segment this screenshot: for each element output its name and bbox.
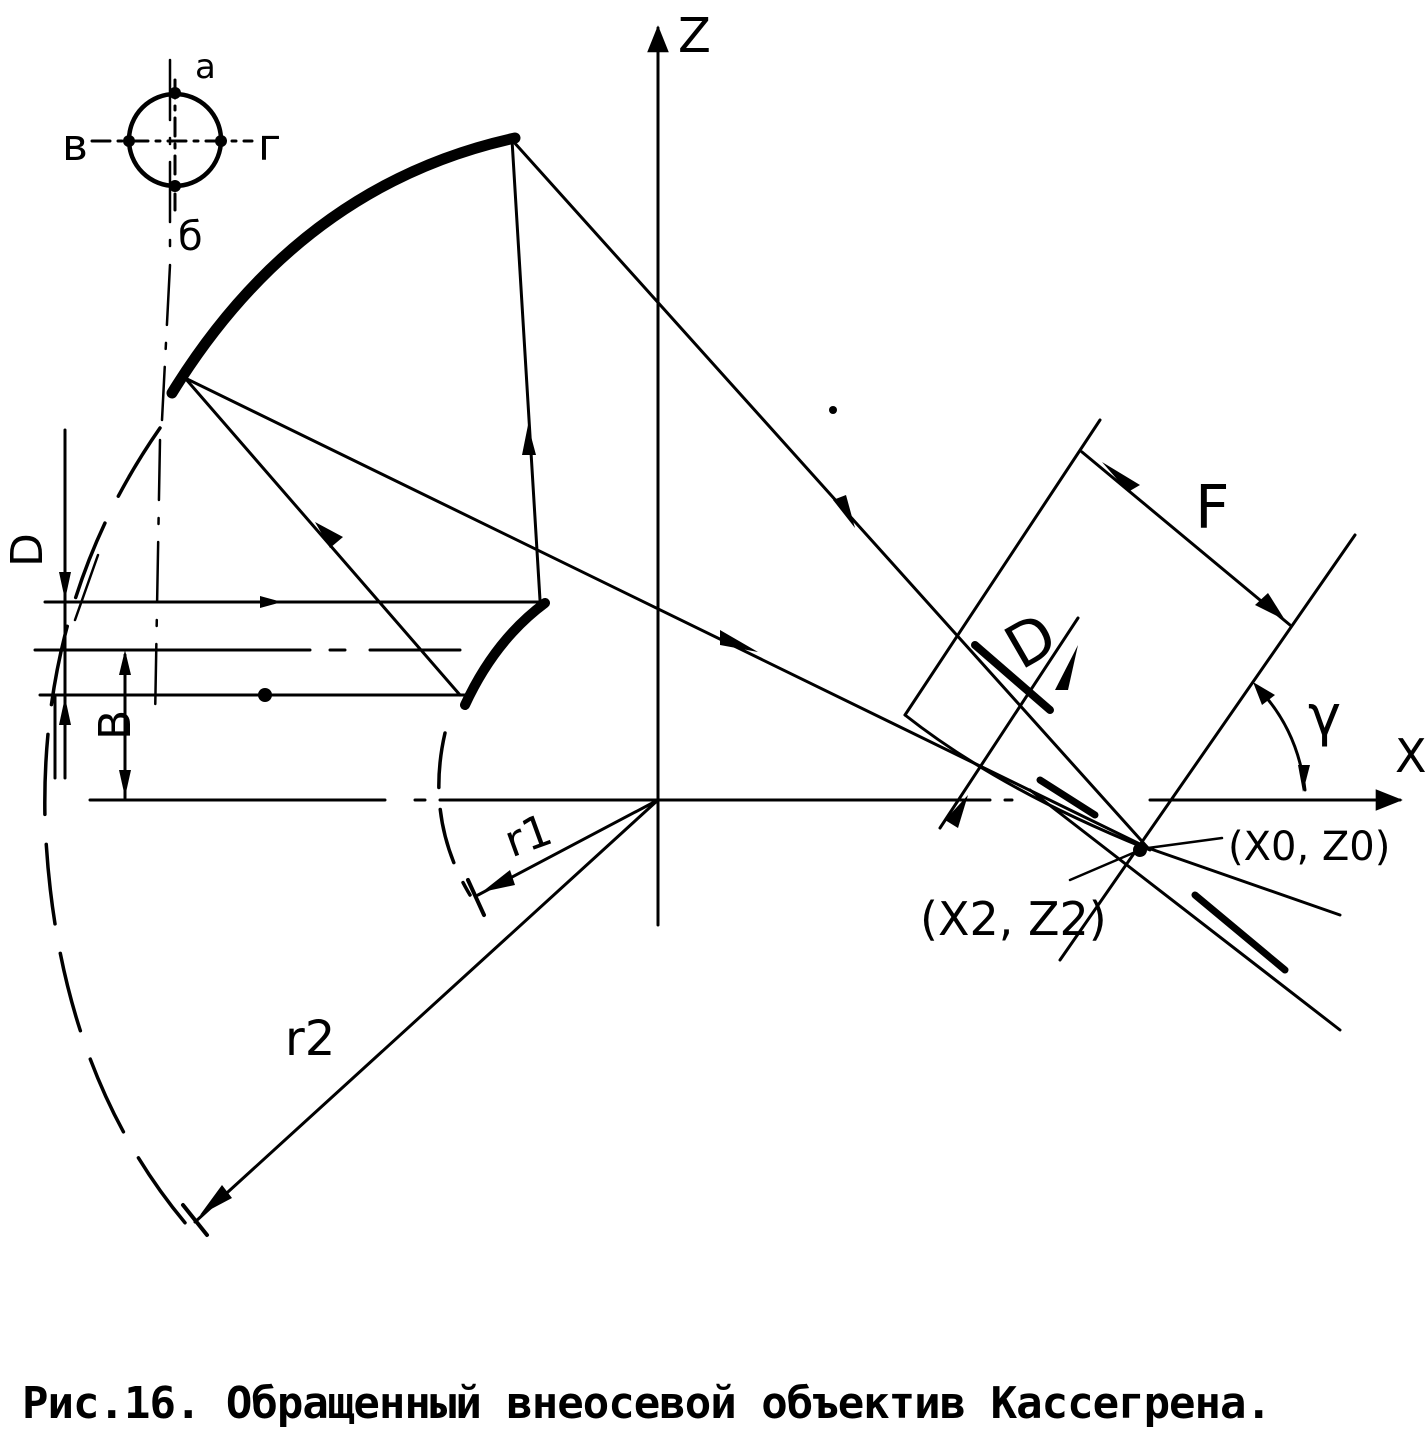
figure-caption: Рис.16. Обращенный внеосевой объектив Ка… (22, 1378, 1272, 1429)
stray-dot (829, 406, 837, 414)
radius-2-arrow (200, 1185, 232, 1215)
arrow-up-left (315, 522, 343, 548)
cassegrain-diagram: Z X F D D B γ r1 r2 (X0, Z0) (X2, Z2) а … (2, 8, 1427, 1242)
leader-point-0 (1146, 836, 1224, 850)
left-small-arc (73, 553, 100, 622)
offset-arrow-1 (119, 650, 131, 675)
offset-arrow-2 (119, 770, 131, 797)
orient-top-label: а (195, 47, 216, 87)
ray-thick-2 (1036, 776, 1099, 819)
focal-plane-right (1058, 533, 1357, 962)
focal-length-dimension (1080, 450, 1292, 627)
beam-diameter-left-label: D (2, 533, 53, 567)
angle-arrow-2 (1298, 765, 1310, 792)
leader-point-2 (1068, 848, 1142, 882)
ray-continue-1 (1146, 846, 1342, 917)
point-0-label: (X0, Z0) (1228, 824, 1390, 870)
orient-bottom-label: б (178, 214, 203, 260)
orient-right-label: г (258, 120, 281, 171)
focal-arrow-1 (1102, 462, 1140, 492)
diameter-arrow-1 (1055, 645, 1078, 690)
focal-arrow-2 (1255, 593, 1285, 620)
ray-thick-3 (1191, 891, 1289, 974)
point-2-label: (X2, Z2) (920, 892, 1107, 946)
ray-primary-to-focus-bottom (183, 376, 1150, 850)
diameter-arrow-2 (945, 795, 968, 828)
radius-2-label: r2 (285, 1011, 335, 1067)
diameter-dimension (938, 616, 1080, 830)
orientation-mark (90, 78, 254, 212)
arrow-up-right (522, 425, 536, 455)
radius-2-tick (181, 1203, 209, 1237)
ray-continue-2 (1028, 788, 1342, 1032)
angle-arc (1256, 686, 1307, 792)
caustic-curve (903, 713, 1152, 852)
ray-thick-1 (971, 641, 1054, 714)
radius-1-arrow (482, 870, 515, 892)
left-diameter-arrow-1 (59, 572, 71, 600)
ray-secondary-to-primary-left (183, 376, 462, 697)
ray-in-top-arrow (260, 596, 282, 608)
axis-x-label: X (1395, 729, 1427, 783)
left-diameter-arrow-2 (59, 697, 71, 725)
focal-length-label: F (1195, 473, 1230, 543)
secondary-mirror (460, 598, 550, 710)
radius-1-circle (437, 731, 472, 897)
focal-plane-left (903, 418, 1102, 717)
radius-2-circle (43, 426, 202, 1242)
angle-label: γ (1308, 684, 1341, 749)
orient-left-label: в (62, 120, 88, 171)
arrow-ray-top (833, 495, 855, 528)
angle-arrow-1 (1253, 682, 1275, 705)
radius-1-tick (466, 878, 486, 917)
offset-label: B (90, 710, 141, 740)
arrow-ray-bottom (720, 630, 758, 652)
primary-mirror (166, 132, 521, 399)
ray-secondary-to-primary-right (510, 138, 542, 602)
radius-2-line (193, 798, 660, 1224)
ray-primary-to-focus-top (510, 138, 1150, 850)
axis-z-label: Z (678, 8, 711, 64)
focus-point (1133, 843, 1147, 857)
ray-in-bottom-dot (258, 688, 272, 702)
